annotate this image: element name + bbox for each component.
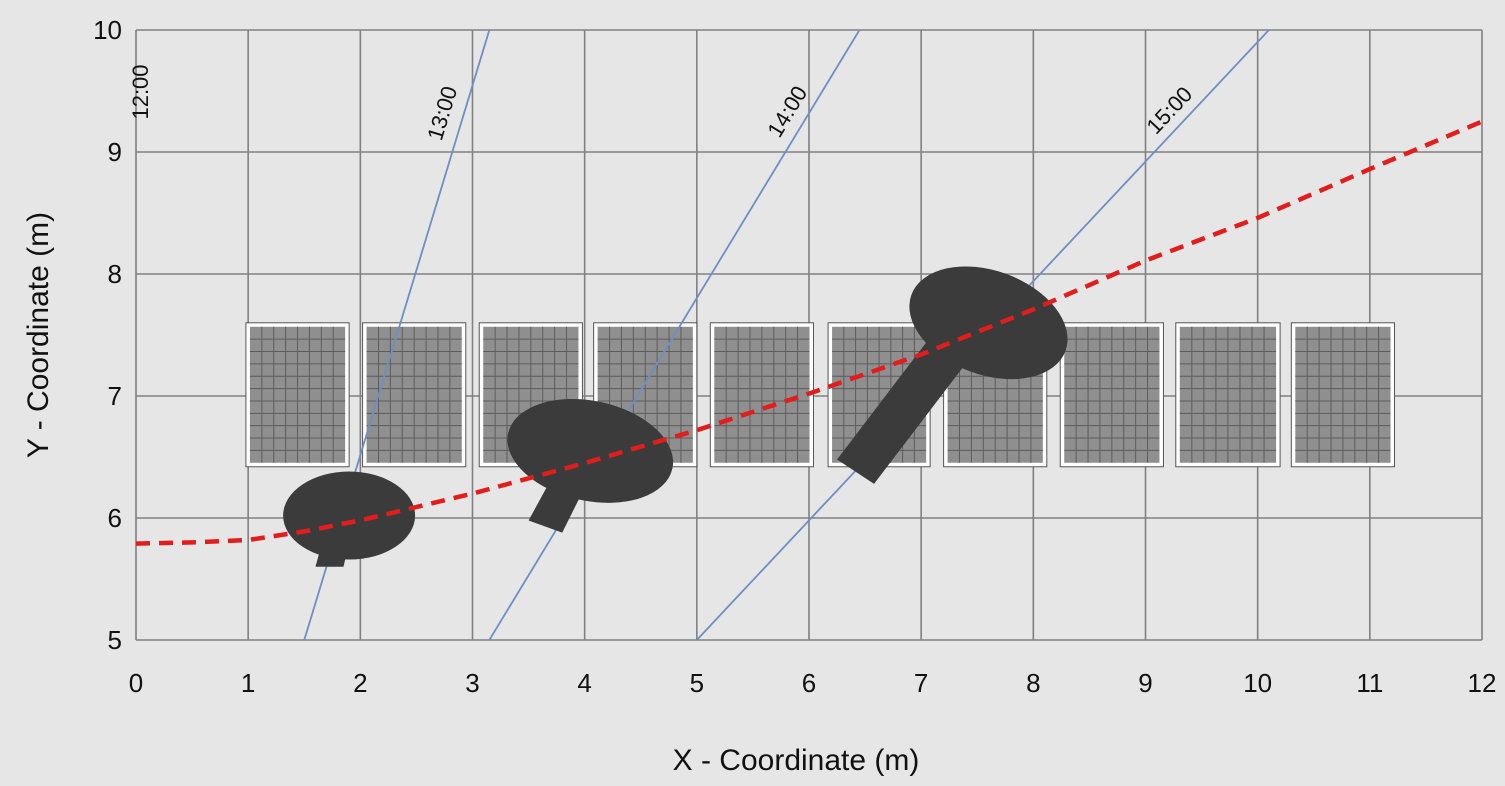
y-tick-label: 5 — [108, 625, 122, 655]
time-label-1400: 14:00 — [762, 81, 812, 141]
x-tick-label: 1 — [241, 668, 255, 698]
y-tick-label: 7 — [108, 381, 122, 411]
x-tick-label: 10 — [1243, 668, 1272, 698]
sun-line-1400 — [488, 29, 861, 641]
x-tick-label: 11 — [1356, 668, 1383, 698]
x-tick-label: 9 — [1138, 668, 1152, 698]
shadow-path-layer — [135, 119, 1483, 546]
solar-panel-8 — [1059, 322, 1164, 468]
x-tick-label: 5 — [690, 668, 704, 698]
solar-panel-row — [245, 322, 1396, 468]
grid-layer — [135, 29, 1483, 641]
time-label-1300: 13:00 — [422, 83, 462, 143]
shadow-path-line — [135, 119, 1483, 546]
x-tick-label: 6 — [802, 668, 816, 698]
shadow-1500 — [837, 266, 1068, 484]
solar-panel-1 — [245, 322, 350, 468]
x-tick-label: 7 — [914, 668, 928, 698]
x-tick-label: 12 — [1468, 668, 1497, 698]
y-tick-label: 8 — [108, 259, 122, 289]
solar-panel-2 — [362, 322, 467, 468]
solar-panel-9 — [1175, 322, 1281, 468]
x-tick-label: 8 — [1026, 668, 1040, 698]
time-label-1500: 15:00 — [1141, 82, 1197, 139]
x-axis-title: X - Coordinate (m) — [673, 744, 920, 777]
shadows — [283, 266, 1068, 567]
time-label-1200: 12:00 — [128, 64, 153, 119]
x-tick-label: 4 — [577, 668, 591, 698]
solar-panel-10 — [1290, 322, 1396, 468]
x-tick-label: 0 — [129, 668, 143, 698]
y-tick-label: 6 — [108, 503, 122, 533]
x-tick-label: 3 — [465, 668, 479, 698]
shadow-1300 — [283, 471, 416, 567]
y-axis-title: Y - Coordinate (m) — [22, 212, 55, 458]
y-tick-label: 9 — [108, 137, 122, 167]
y-tick-label: 10 — [93, 15, 122, 45]
x-tick-label: 2 — [353, 668, 367, 698]
solar-panel-5 — [709, 322, 814, 468]
shadow-1400 — [507, 398, 674, 533]
